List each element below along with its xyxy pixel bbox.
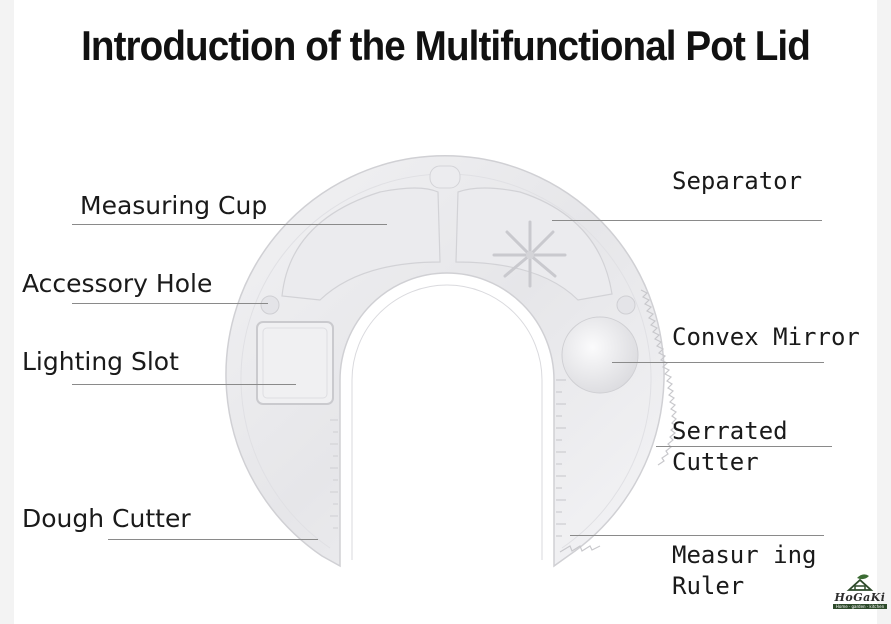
label-lighting-slot: Lighting Slot [22,347,179,376]
separator-holes [492,220,567,288]
page-title: Introduction of the Multifunctional Pot … [81,22,811,69]
lighting-slot-inner [262,327,328,399]
separator-center [526,251,534,259]
accessory-hole-left [260,295,280,315]
serrated-edge [640,289,677,466]
top-knob [429,165,461,189]
label-convex-mirror: Convex Mirror [672,323,860,351]
leader-line-measuring-cup [72,224,387,225]
leader-line-separator [552,220,822,221]
background-panel [14,0,877,624]
label-serrated-cutter-line1: Serrated [672,417,788,445]
measuring-cup-compartment [281,187,441,301]
accessory-hole-right [616,295,636,315]
label-measuring-ruler-line2: Ruler [672,572,745,600]
logo-name: HoGaKi [834,591,886,604]
lighting-slot [256,321,334,405]
label-measuring-ruler-line1: Measur ing [672,541,817,569]
inner-rim [351,284,543,560]
leader-line-lighting-slot [72,384,296,385]
logo-tagline: Home · garden · kitchen [833,604,887,609]
serrated-base [559,545,601,553]
convex-mirror [561,316,639,394]
leader-line-convex-mirror [612,362,824,363]
label-measuring-cup: Measuring Cup [80,191,268,220]
label-dough-cutter: Dough Cutter [22,504,191,533]
label-serrated-cutter-line2: Cutter [672,448,759,476]
leader-line-measuring-ruler [570,535,824,536]
hogaki-logo-icon: HoGaKi Home · garden · kitchen [831,572,889,612]
label-separator: Separator [672,167,803,195]
label-serrated-cutter: Serrated Cutter [672,416,788,478]
ruler-ticks [556,379,566,537]
label-measuring-ruler: Measur ing Ruler [672,540,817,602]
label-accessory-hole: Accessory Hole [22,269,213,298]
leader-line-dough-cutter [108,539,318,540]
left-ruler-ticks [330,419,338,529]
leader-line-serrated-cutter [656,446,832,447]
leader-line-accessory-hole [72,303,268,304]
